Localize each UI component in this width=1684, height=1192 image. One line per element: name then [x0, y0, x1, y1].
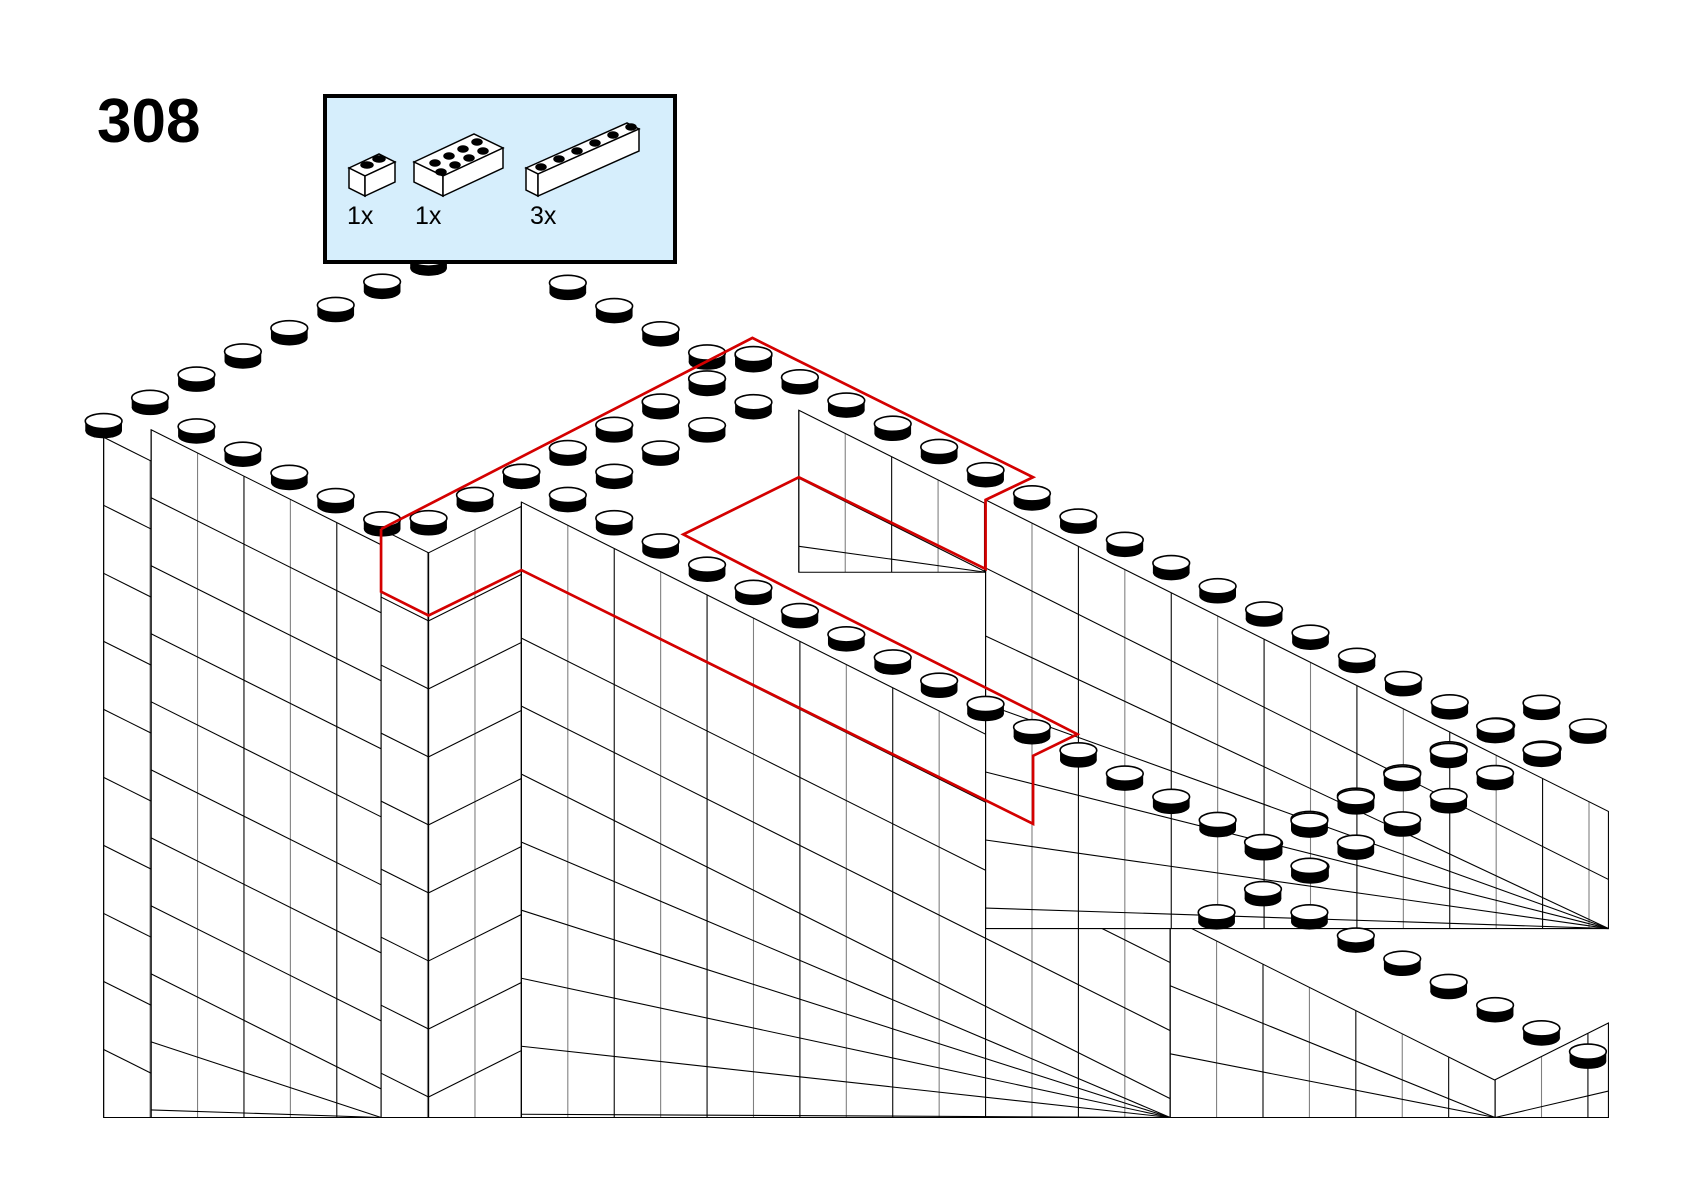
- stud: [966, 461, 1005, 488]
- stud: [827, 392, 866, 418]
- stud: [1430, 693, 1469, 720]
- right-wall-face: [1169, 916, 1496, 1119]
- stud: [1243, 880, 1283, 907]
- stud: [734, 345, 773, 372]
- tower-face: [428, 505, 522, 1119]
- stud: [316, 487, 355, 514]
- stud: [548, 486, 587, 513]
- stud: [1291, 624, 1330, 650]
- stud: [1244, 601, 1284, 627]
- stud: [641, 320, 680, 347]
- stud: [1475, 996, 1515, 1023]
- stud: [409, 509, 448, 536]
- stud: [687, 417, 727, 443]
- stud: [873, 415, 912, 442]
- parts-icons: [347, 122, 641, 198]
- stud: [1383, 950, 1422, 977]
- stud: [1522, 741, 1561, 768]
- stud: [1383, 765, 1422, 792]
- new-bricks-highlight: [379, 336, 1081, 826]
- part-qty: 1x: [415, 202, 442, 230]
- stud: [502, 463, 541, 490]
- stud: [641, 393, 680, 419]
- stud: [1105, 765, 1144, 791]
- parts-callout: 1x 1x 3x: [323, 94, 677, 264]
- stud: [84, 412, 123, 439]
- wall-faces: [103, 409, 1609, 1119]
- stud: [1429, 787, 1468, 814]
- stud: [827, 625, 866, 652]
- brick-1x6-icon: [524, 122, 641, 198]
- part-qty: 1x: [347, 202, 374, 230]
- stud: [548, 439, 587, 466]
- stud: [177, 418, 216, 444]
- stud: [1336, 834, 1375, 860]
- stud: [1522, 1020, 1561, 1046]
- stud: [1568, 1043, 1608, 1069]
- stud: [595, 297, 634, 324]
- stud: [1336, 927, 1375, 953]
- stud: [873, 649, 912, 675]
- inner-wall-face: [798, 409, 987, 573]
- stud: [1429, 973, 1468, 1000]
- brick-1x2-icon: [347, 153, 397, 198]
- stud: [1475, 764, 1515, 791]
- stud: [780, 368, 820, 395]
- stud: [1384, 670, 1423, 697]
- stud: [919, 438, 959, 465]
- stud: [1012, 718, 1052, 745]
- stud: [362, 273, 402, 300]
- stud: [595, 463, 634, 490]
- stud: [1429, 742, 1468, 769]
- stud: [966, 695, 1005, 722]
- part-qty: 3x: [530, 202, 557, 230]
- stud: [687, 344, 727, 370]
- stud: [1290, 903, 1329, 930]
- stud: [595, 509, 634, 536]
- stud: [1198, 577, 1237, 604]
- wall-face: [150, 428, 382, 1119]
- stud: [1290, 812, 1329, 838]
- stud: [1336, 788, 1375, 815]
- stud: [1337, 647, 1377, 674]
- stud: [548, 274, 587, 301]
- stud-rows: [84, 250, 1608, 1069]
- brick-2x4-icon: [412, 133, 505, 198]
- stud: [641, 440, 680, 466]
- step-number: 308: [97, 87, 201, 156]
- stud: [1059, 508, 1098, 534]
- stud: [595, 416, 634, 443]
- stud: [641, 533, 680, 559]
- stud: [734, 393, 773, 420]
- stud: [919, 672, 959, 699]
- stud: [687, 556, 727, 582]
- stud: [1197, 903, 1236, 930]
- stud: [687, 370, 727, 396]
- stud: [1243, 833, 1283, 860]
- stud: [1105, 531, 1144, 558]
- stud: [455, 486, 495, 513]
- stud: [1383, 811, 1422, 837]
- stud: [1522, 694, 1561, 721]
- stud: [223, 441, 263, 467]
- stud: [270, 464, 309, 491]
- tower-face: [380, 528, 430, 1119]
- wall-face: [103, 436, 152, 1119]
- stud: [130, 389, 170, 416]
- stud: [1152, 788, 1191, 815]
- stud: [1568, 718, 1608, 744]
- stud: [316, 296, 355, 323]
- stud: [1475, 717, 1515, 744]
- stud: [1290, 857, 1329, 884]
- stud: [270, 319, 309, 346]
- stud: [177, 366, 216, 392]
- stud: [734, 579, 773, 606]
- stud: [1198, 811, 1237, 838]
- stud: [1152, 554, 1191, 581]
- stud: [223, 343, 263, 369]
- stud: [1059, 742, 1098, 768]
- stud: [1012, 485, 1052, 511]
- stud: [780, 602, 820, 629]
